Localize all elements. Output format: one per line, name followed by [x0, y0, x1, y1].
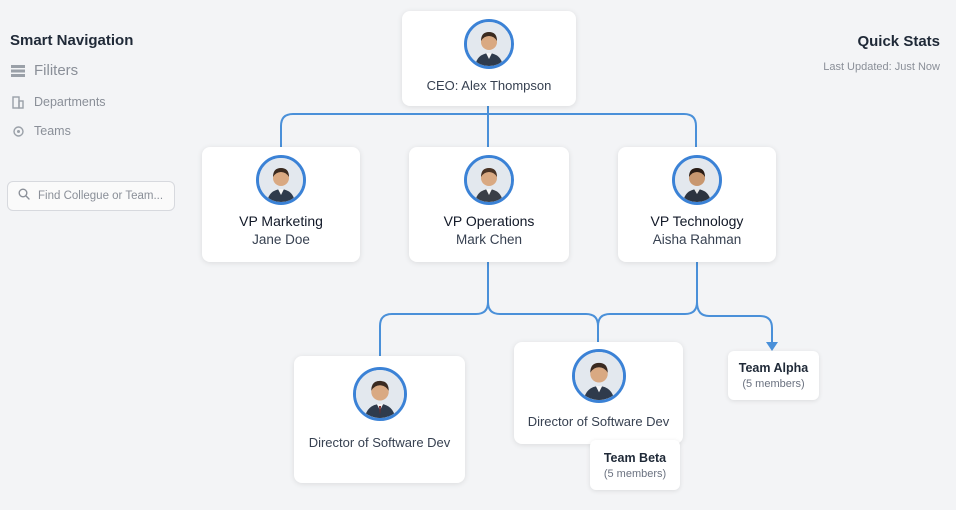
vp-role: VP Marketing — [239, 213, 323, 229]
director-card-1[interactable]: Director of Software Dev — [294, 356, 465, 483]
vp-role: VP Operations — [443, 213, 535, 229]
avatar — [464, 19, 514, 69]
vp-name: Mark Chen — [455, 232, 523, 247]
search-box[interactable] — [7, 181, 180, 211]
filter-icon — [10, 63, 26, 79]
director-card-2[interactable]: Director of Software Dev — [514, 342, 683, 444]
team-name: Team Alpha — [738, 361, 809, 375]
vp-card-marketing[interactable]: VP Marketing Jane Doe — [202, 147, 360, 262]
ceo-card[interactable]: CEO: Alex Thompson — [402, 11, 576, 106]
avatar — [464, 155, 514, 205]
avatar — [672, 155, 722, 205]
quick-stats-title: Quick Stats — [857, 33, 940, 50]
last-updated: Last Updated: Just Now — [823, 61, 940, 73]
building-icon — [10, 94, 26, 110]
team-card-alpha[interactable]: Team Alpha (5 members) — [728, 351, 819, 400]
sidebar-item-departments[interactable]: Departments — [10, 94, 106, 110]
team-name: Team Beta — [603, 450, 667, 465]
avatar — [571, 349, 626, 403]
vp-card-operations[interactable]: VP Operations Mark Chen — [409, 147, 569, 262]
sidebar-item-teams[interactable]: Teams — [10, 123, 71, 139]
sidebar-item-filters[interactable]: Filiters — [10, 62, 78, 79]
avatar — [352, 367, 407, 421]
director-title: Director of Software Dev — [308, 435, 451, 450]
vp-card-technology[interactable]: VP Technology Aisha Rahman — [618, 147, 776, 262]
search-icon — [18, 187, 30, 205]
sidebar-item-label: Departments — [34, 95, 106, 109]
vp-name: Aisha Rahman — [652, 232, 742, 247]
director-title: Director of Software Dev — [527, 414, 670, 429]
sidebar-item-label: Filiters — [34, 62, 79, 79]
vp-role: VP Technology — [650, 213, 744, 229]
team-card-beta[interactable]: Team Beta (5 members) — [590, 440, 680, 490]
team-members: (5 members) — [742, 378, 805, 390]
avatar — [256, 155, 306, 205]
team-icon — [10, 123, 26, 139]
sidebar-title: Smart Navigation — [10, 32, 134, 49]
team-members: (5 members) — [603, 467, 667, 480]
vp-name: Jane Doe — [252, 232, 310, 247]
search-input[interactable] — [36, 189, 180, 203]
ceo-title: CEO: Alex Thompson — [426, 78, 552, 93]
sidebar-item-label: Teams — [34, 124, 71, 138]
